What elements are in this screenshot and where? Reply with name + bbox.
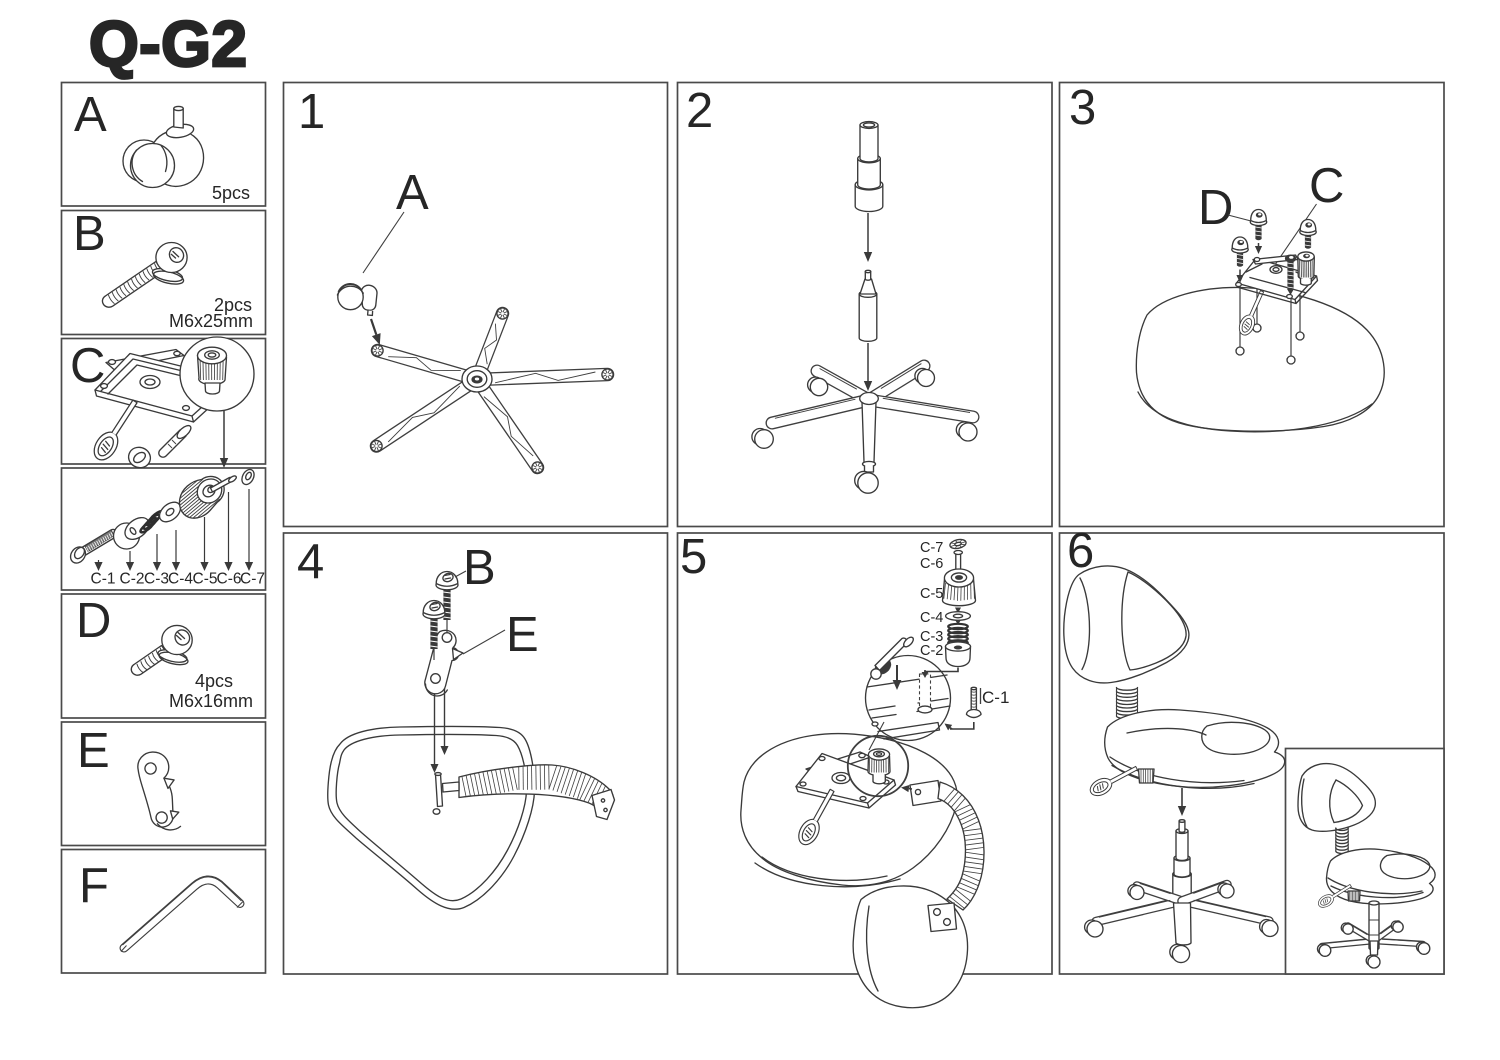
svg-text:1: 1 xyxy=(298,85,325,139)
svg-text:C-5: C-5 xyxy=(193,571,218,588)
svg-text:F: F xyxy=(79,859,109,913)
svg-text:2pcs: 2pcs xyxy=(214,295,252,315)
svg-text:D: D xyxy=(1198,181,1233,235)
svg-text:B: B xyxy=(73,207,106,261)
svg-text:C-7: C-7 xyxy=(240,571,265,588)
svg-text:2: 2 xyxy=(686,84,713,138)
svg-text:C-3: C-3 xyxy=(920,629,943,645)
svg-text:4: 4 xyxy=(297,535,324,589)
svg-text:B: B xyxy=(463,541,496,595)
svg-text:C-4: C-4 xyxy=(920,610,943,626)
svg-text:3: 3 xyxy=(1069,81,1096,135)
svg-text:A: A xyxy=(74,88,107,142)
svg-text:C-7: C-7 xyxy=(920,540,943,556)
svg-text:M6x25mm: M6x25mm xyxy=(169,311,253,331)
svg-text:C-5: C-5 xyxy=(920,586,943,602)
svg-text:4pcs: 4pcs xyxy=(195,671,233,691)
svg-text:C-6: C-6 xyxy=(217,571,242,588)
svg-text:C-4: C-4 xyxy=(168,571,193,588)
svg-text:A: A xyxy=(396,166,429,220)
svg-text:C-2: C-2 xyxy=(120,571,145,588)
svg-text:E: E xyxy=(506,608,539,662)
svg-text:D: D xyxy=(76,594,111,648)
svg-text:M6x16mm: M6x16mm xyxy=(169,691,253,711)
svg-text:C-1: C-1 xyxy=(982,688,1009,707)
svg-text:Q-G2: Q-G2 xyxy=(89,8,247,80)
svg-text:5: 5 xyxy=(680,530,707,584)
svg-text:C: C xyxy=(70,339,105,393)
svg-text:E: E xyxy=(77,724,110,778)
svg-text:C: C xyxy=(1309,159,1344,213)
svg-text:5pcs: 5pcs xyxy=(212,183,250,203)
svg-text:C-2: C-2 xyxy=(920,643,943,659)
svg-text:C-6: C-6 xyxy=(920,556,943,572)
svg-text:C-3: C-3 xyxy=(144,571,169,588)
svg-text:C-1: C-1 xyxy=(91,571,116,588)
